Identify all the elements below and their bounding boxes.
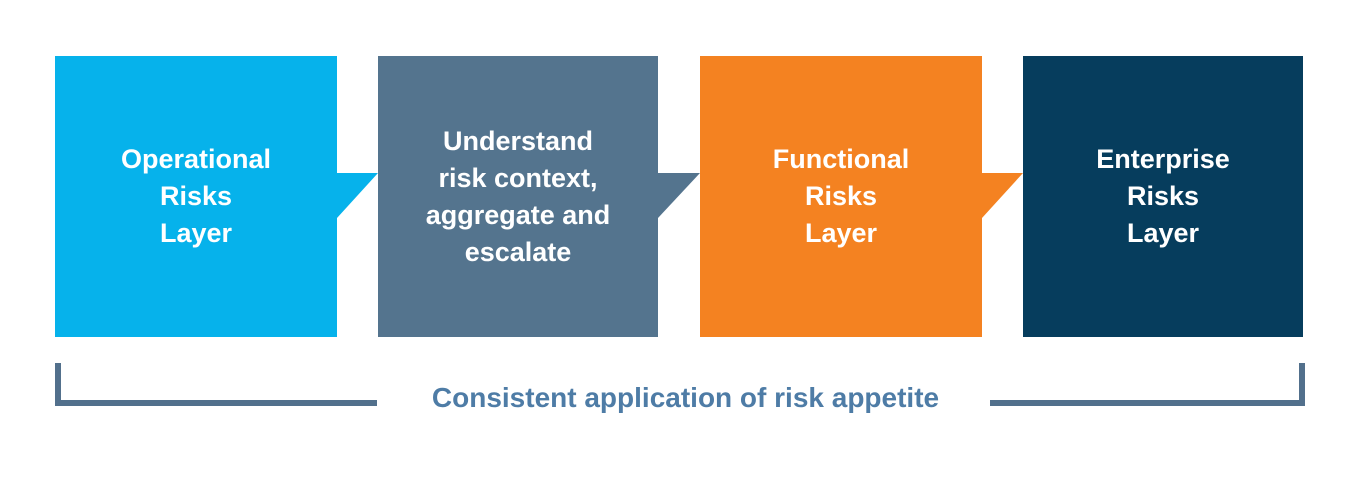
process-box-operational-risks: Operational Risks Layer [55, 56, 337, 337]
process-box-enterprise-risks: Enterprise Risks Layer [1023, 56, 1303, 337]
process-box-functional-risks: Functional Risks Layer [700, 56, 982, 337]
flow-arrow-icon [658, 173, 700, 218]
bracket-right-line [990, 400, 1305, 406]
bracket-left-tick [55, 363, 61, 406]
bracket-left-line [55, 400, 377, 406]
bracket-caption: Consistent application of risk appetite [431, 382, 940, 413]
box-label-line: Enterprise [1096, 144, 1230, 174]
process-box-understand-risk-context: Understand risk context, aggregate and e… [378, 56, 658, 337]
box-label-line: Risks [159, 181, 233, 211]
box-label-line: Operational [120, 144, 272, 174]
flow-arrow-icon [337, 173, 378, 218]
box-label-line: escalate [464, 236, 572, 267]
bracket-right-tick [1299, 363, 1305, 406]
box-label-line: Understand [442, 125, 594, 156]
box-label-line: Layer [1126, 218, 1200, 248]
flow-arrow-icon [982, 173, 1023, 218]
box-label-line: Risks [804, 181, 878, 211]
box-label-line: Layer [804, 218, 878, 248]
box-label-line: Risks [1126, 181, 1200, 211]
box-label-line: aggregate and [425, 199, 611, 230]
box-label-line: Layer [159, 218, 233, 248]
box-label-line: Functional [772, 144, 910, 174]
box-label-line: risk context, [438, 162, 598, 193]
